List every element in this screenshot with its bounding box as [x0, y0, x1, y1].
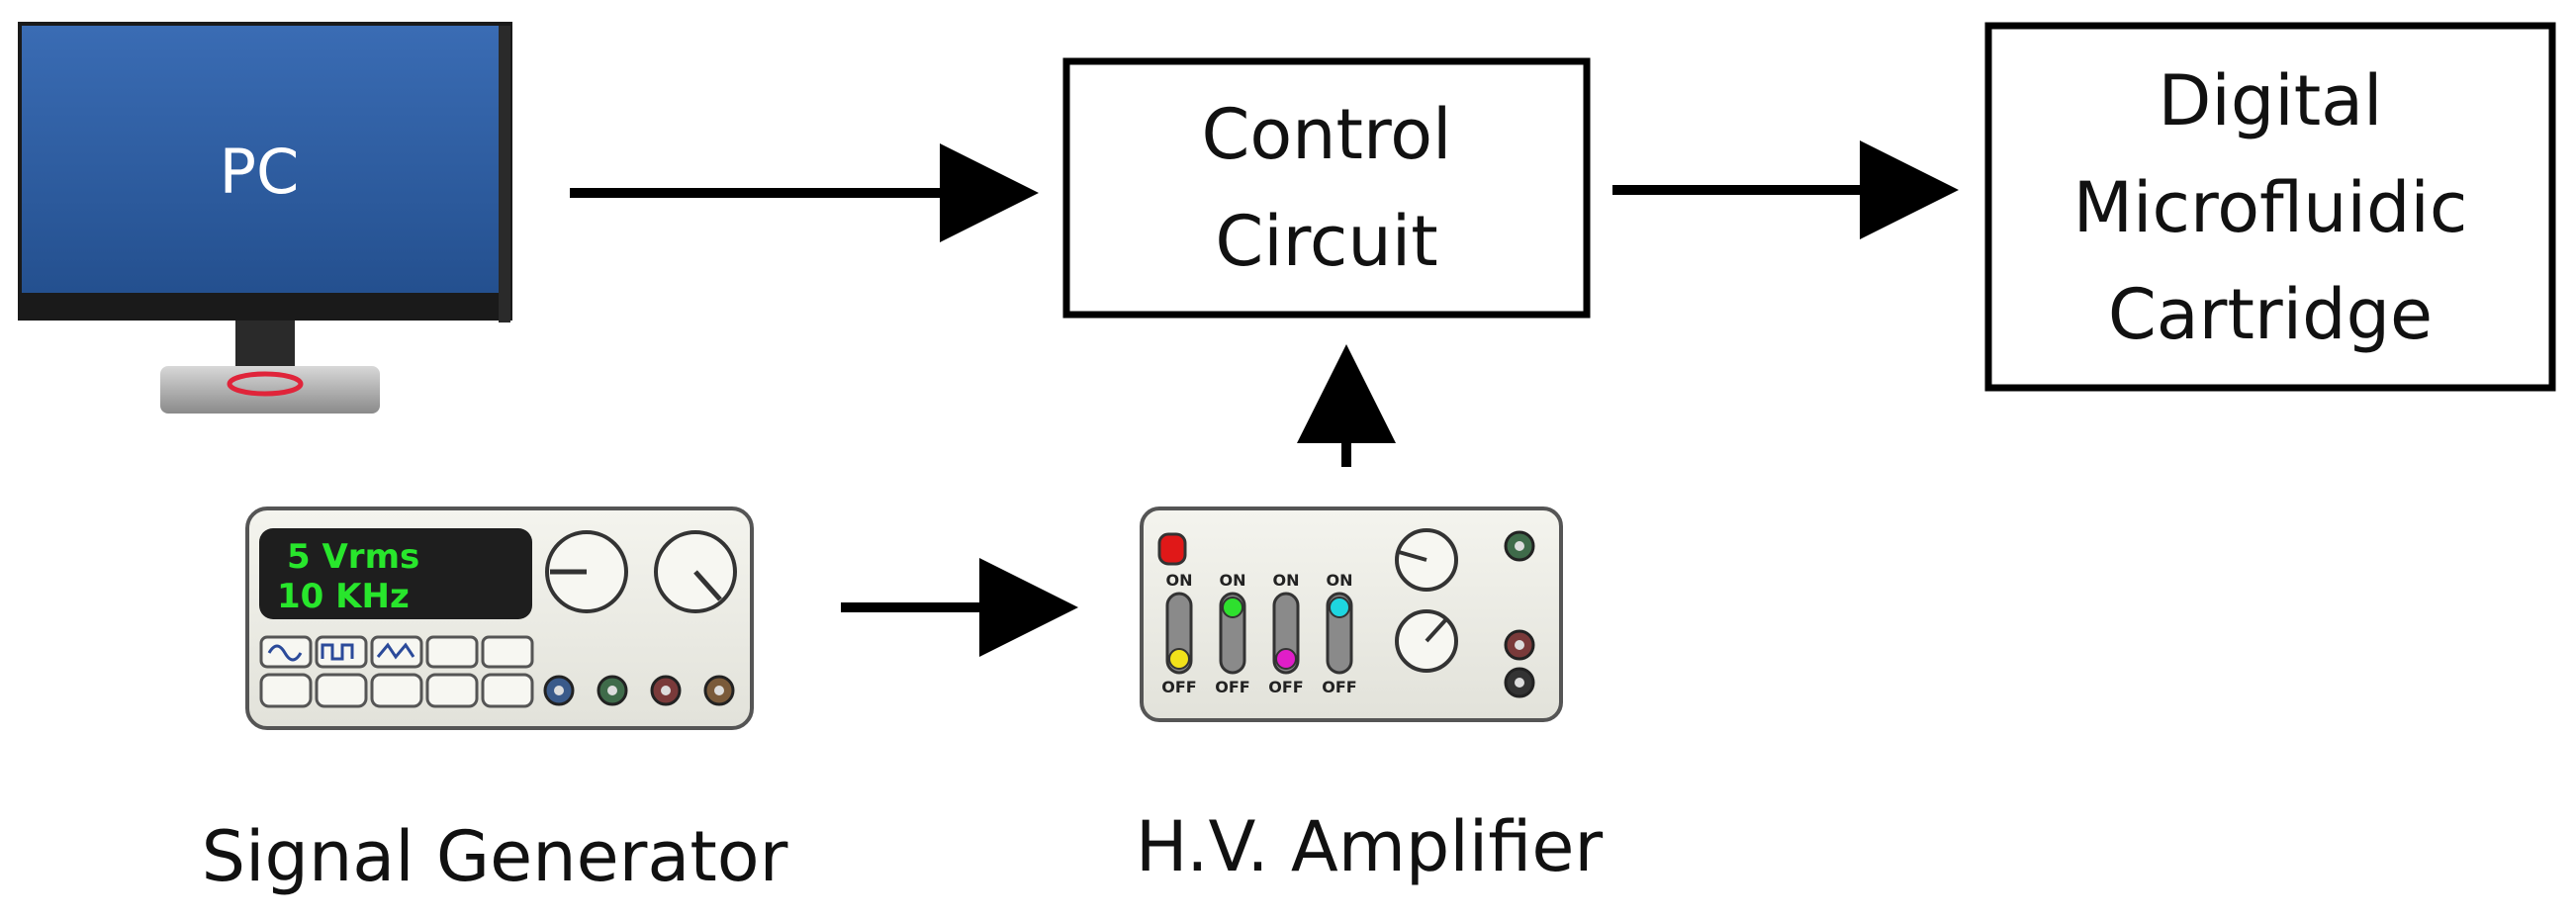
cartridge-label-line3: Cartridge — [2108, 274, 2433, 355]
toggle-switch-2: ON OFF — [1215, 571, 1249, 696]
function-key-5 — [481, 673, 534, 708]
monitor-base-ring — [227, 371, 304, 397]
blank-key-1 — [425, 635, 479, 669]
function-key-3 — [370, 673, 423, 708]
ramp-key — [370, 635, 423, 669]
switch-off-label: OFF — [1161, 678, 1196, 696]
generator-function-keys — [259, 673, 534, 708]
cartridge-node: Digital Microfluidic Cartridge — [1984, 22, 2556, 392]
generator-display — [259, 528, 532, 619]
toggle-switch-3: ON OFF — [1268, 571, 1303, 696]
generator-display-line2: 10 KHz — [277, 577, 410, 616]
switch-knob — [1222, 597, 1243, 618]
signal-generator-icon: 5 Vrms 10 KHz — [245, 507, 754, 730]
hv-amplifier-label: H.V. Amplifier — [1136, 806, 1604, 887]
switch-knob — [1329, 597, 1350, 618]
switch-on-label: ON — [1166, 571, 1193, 590]
generator-display-line1: 5 Vrms — [287, 537, 419, 577]
amplifier-connector-black-core — [1515, 678, 1524, 688]
amplifier-connector-green-core — [1515, 541, 1524, 551]
cartridge-label-line2: Microfluidic — [2073, 167, 2468, 248]
square-wave-icon — [321, 643, 354, 661]
hv-amplifier-icon: ON OFF ON OFF ON OFF ON OFF — [1140, 507, 1563, 722]
switch-off-label: OFF — [1268, 678, 1303, 696]
cartridge-label-line1: Digital — [2158, 60, 2382, 141]
signal-generator-label: Signal Generator — [202, 816, 788, 897]
amplifier-knob-1-pointer — [1398, 550, 1427, 562]
function-key-4 — [425, 673, 479, 708]
function-key-1 — [259, 673, 313, 708]
connector-red-core — [661, 686, 671, 695]
control-circuit-label-line2: Circuit — [1215, 201, 1437, 282]
monitor-neck — [235, 321, 295, 370]
generator-waveform-keys — [259, 635, 534, 669]
switch-on-label: ON — [1273, 571, 1300, 590]
blank-key-2 — [481, 635, 534, 669]
switch-off-label: OFF — [1215, 678, 1249, 696]
amplifier-connector-red-core — [1515, 640, 1524, 650]
ramp-wave-icon — [376, 642, 415, 660]
control-circuit-box — [1062, 57, 1591, 319]
pc-label: PC — [220, 136, 300, 208]
monitor-base — [160, 366, 380, 414]
pc-monitor-icon: PC — [18, 22, 512, 414]
generator-knob-2-pointer — [693, 570, 722, 601]
connector-brown-core — [714, 686, 724, 695]
toggle-switch-1: ON OFF — [1161, 571, 1196, 696]
connector-blue-core — [554, 686, 564, 695]
connector-green-core — [607, 686, 617, 695]
switch-on-label: ON — [1327, 571, 1353, 590]
generator-connectors — [543, 675, 735, 706]
cartridge-box — [1984, 22, 2556, 392]
control-circuit-node: Control Circuit — [1062, 57, 1591, 319]
control-circuit-label-line1: Control — [1201, 94, 1451, 175]
function-key-2 — [315, 673, 368, 708]
switch-on-label: ON — [1220, 571, 1246, 590]
toggle-switch-4: ON OFF — [1322, 571, 1356, 696]
sine-wave-icon — [267, 644, 303, 662]
amplifier-indicator-light — [1157, 532, 1187, 566]
amplifier-knob-2-pointer — [1425, 617, 1448, 643]
monitor-screen — [22, 26, 499, 293]
switch-knob — [1275, 648, 1297, 670]
amplifier-switch-group: ON OFF ON OFF ON OFF ON OFF — [1161, 571, 1356, 696]
monitor-side — [499, 26, 510, 322]
switch-knob — [1168, 648, 1190, 670]
switch-off-label: OFF — [1322, 678, 1356, 696]
